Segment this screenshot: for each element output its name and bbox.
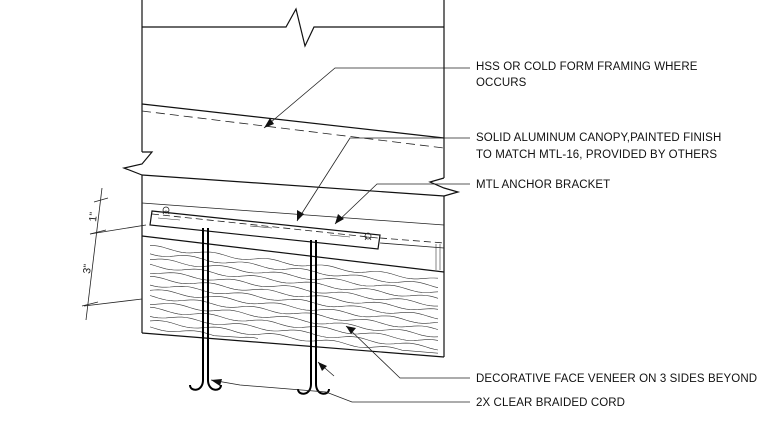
note-canopy-line1: SOLID ALUMINUM CANOPY,PAINTED FINISH — [476, 132, 721, 144]
dim-3in: 3" — [81, 263, 94, 274]
grain-line — [149, 320, 439, 354]
grain-line — [149, 263, 439, 299]
break-line-top — [142, 7, 444, 48]
grain-line — [149, 272, 438, 307]
grain-line — [149, 306, 439, 341]
grain-line — [149, 289, 439, 324]
hook-left — [189, 379, 222, 391]
note-framing-line1: HSS OR COLD FORM FRAMING WHERE — [476, 61, 698, 73]
lower-zone — [141, 175, 445, 358]
grain-line — [150, 303, 439, 338]
dim-1in: 1" — [87, 211, 100, 222]
grain-line — [149, 284, 439, 320]
grain-line — [149, 326, 259, 339]
anchor-bracket — [149, 206, 381, 250]
notes: HSS OR COLD FORM FRAMING WHERE OCCURS SO… — [476, 61, 757, 409]
dimension-string: 1" 3" — [81, 187, 147, 321]
note-veneer: DECORATIVE FACE VENEER ON 3 SIDES BEYOND — [476, 373, 757, 385]
cord-rods — [189, 228, 330, 395]
hook-right — [297, 383, 330, 395]
grain-line — [149, 316, 439, 351]
upper-wall — [141, 0, 445, 48]
veneer-hatching — [149, 245, 439, 354]
leader-arrows — [211, 118, 356, 386]
grain-line — [149, 295, 439, 330]
note-bracket: MTL ANCHOR BRACKET — [476, 179, 610, 191]
grain-line — [149, 253, 439, 288]
grain-line — [149, 276, 439, 311]
note-canopy-line2: TO MATCH MTL-16, PROVIDED BY OTHERS — [476, 149, 717, 161]
note-cord: 2X CLEAR BRAIDED CORD — [476, 397, 625, 409]
canopy-section — [121, 27, 461, 197]
leaders — [210, 67, 470, 403]
break-line-mid — [121, 151, 154, 176]
grain-line — [149, 245, 439, 280]
grain-line — [149, 258, 439, 293]
note-framing-line2: OCCURS — [476, 77, 527, 89]
